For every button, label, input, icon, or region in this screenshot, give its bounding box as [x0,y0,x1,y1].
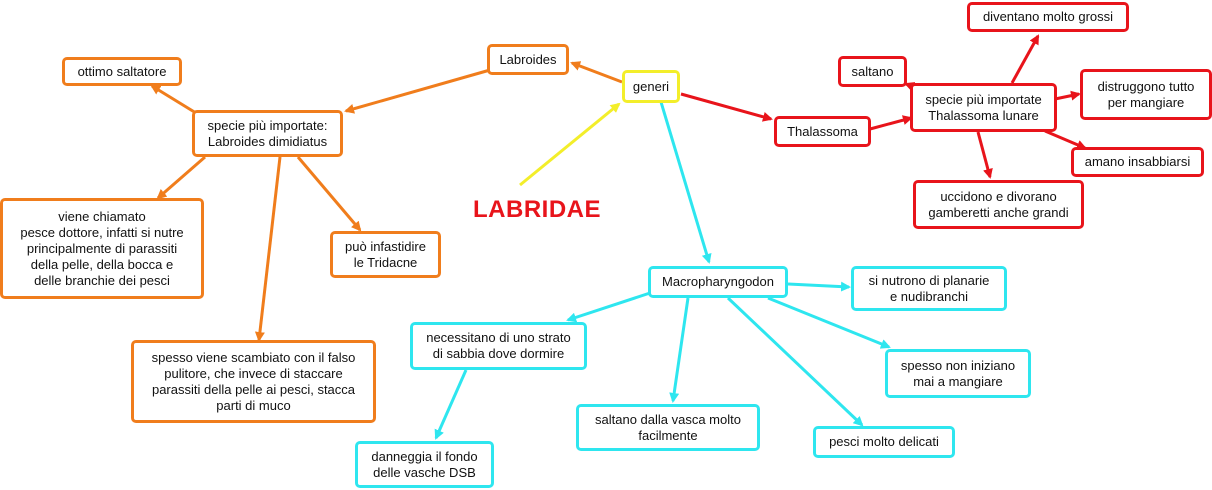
node-uccidono[interactable]: uccidono e divorano gamberetti anche gra… [913,180,1084,229]
link-macro-strato [566,291,651,323]
node-tridacne[interactable]: può infastidire le Tridacne [330,231,441,278]
link-title-generi [519,102,621,187]
link-macro-delicati [726,296,864,427]
link-specie-tridacne [296,156,362,232]
link-specie-dottore [156,155,206,200]
link-macro-planarie [787,281,851,292]
link-specie-distruggono [1054,90,1081,101]
node-strato-sabbia[interactable]: necessitano di uno strato di sabbia dove… [410,322,587,370]
node-saltano-vasca[interactable]: saltano dalla vasca molto facilmente [576,404,760,451]
link-specie-falso [254,156,282,342]
map-title: LABRIDAE [473,196,601,223]
link-specie-insabbiarsi [1044,129,1087,150]
link-specie-saltatore [150,84,197,115]
link-macro-vasca [669,297,690,403]
link-strato-danneggia [434,369,468,440]
node-macropharyngodon[interactable]: Macropharyngodon [648,266,788,298]
node-generi[interactable]: generi [622,70,680,103]
node-falso-pulitore[interactable]: spesso viene scambiato con il falso puli… [131,340,376,423]
node-non-iniziano[interactable]: spesso non iniziano mai a mangiare [885,349,1031,398]
node-diventano-grossi[interactable]: diventano molto grossi [967,2,1129,32]
link-specie-uccidono [976,131,993,179]
node-insabbiarsi[interactable]: amano insabbiarsi [1071,147,1204,177]
node-specie-labroides[interactable]: specie più importate: Labroides dimidiat… [192,110,343,157]
node-specie-thalassoma[interactable]: specie più importate Thalassoma lunare [910,83,1057,132]
link-specie-grossi [1010,34,1040,84]
node-pesci-delicati[interactable]: pesci molto delicati [813,426,955,458]
node-ottimo-saltatore[interactable]: ottimo saltatore [62,57,182,86]
link-thalassoma-specie [869,115,913,131]
link-generi-labroides [570,61,623,84]
node-thalassoma[interactable]: Thalassoma [774,116,871,147]
node-labroides[interactable]: Labroides [487,44,569,75]
node-saltano[interactable]: saltano [838,56,907,87]
link-generi-thalassoma [680,92,773,122]
link-labroides-specie [344,68,491,114]
link-macro-noniniziano [767,296,891,349]
node-distruggono[interactable]: distruggono tutto per mangiare [1080,69,1212,120]
node-pesce-dottore[interactable]: viene chiamato pesce dottore, infatti si… [0,198,204,299]
node-planarie[interactable]: si nutrono di planarie e nudibranchi [851,266,1007,311]
node-danneggia[interactable]: danneggia il fondo delle vasche DSB [355,441,494,488]
link-generi-macro [659,101,712,264]
